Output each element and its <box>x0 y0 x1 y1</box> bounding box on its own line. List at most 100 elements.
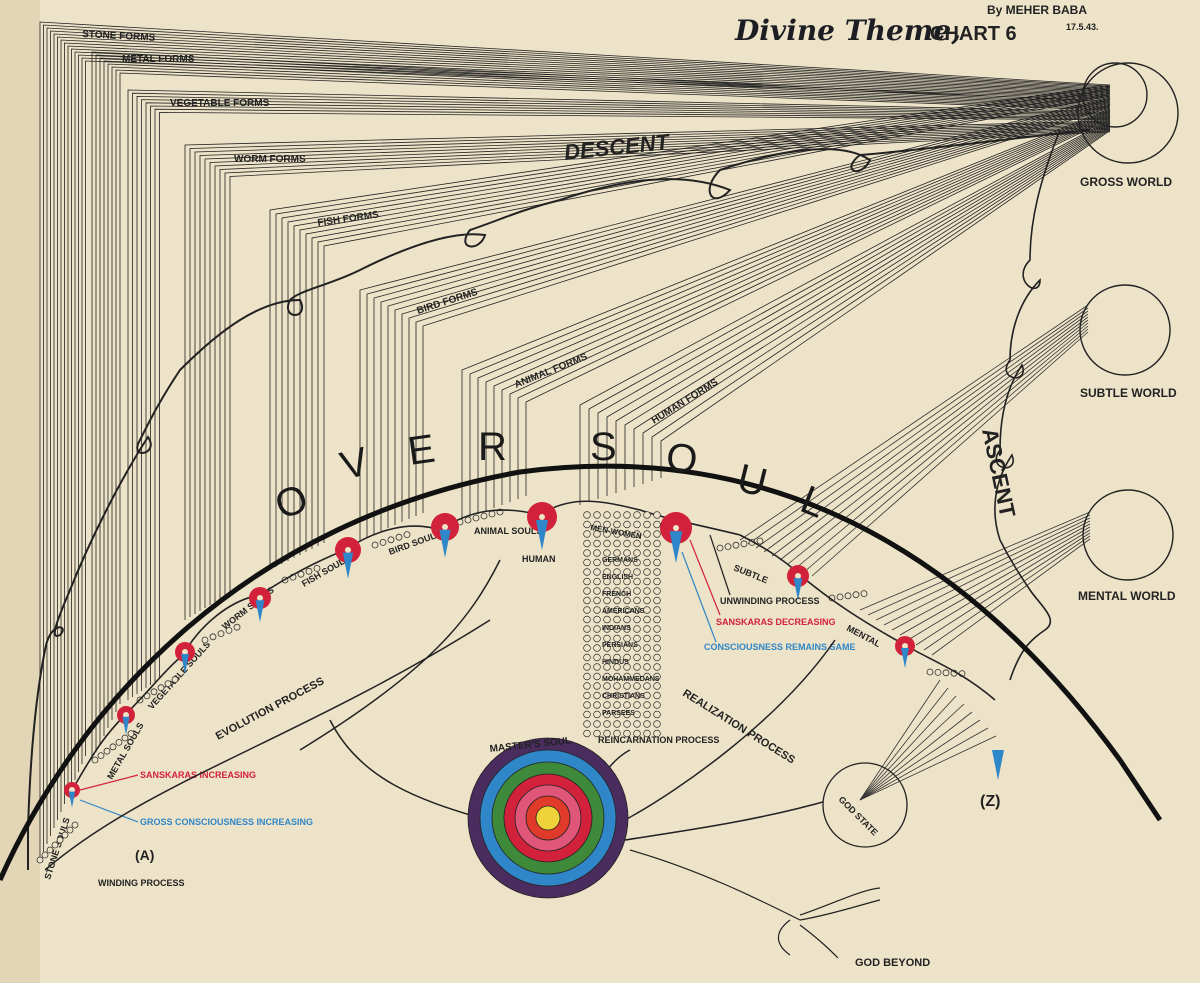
reincarnation-dot <box>643 729 651 738</box>
chart-title: Divine Theme, <box>734 14 961 47</box>
descent-form-lines <box>39 21 1111 860</box>
soul-dot <box>36 856 44 864</box>
reincarnation-dot <box>583 634 591 643</box>
reincarnation-dot <box>643 568 651 576</box>
reincarnation-dot <box>613 511 621 519</box>
reincarnation-dot <box>583 539 591 548</box>
god-state-rays <box>859 679 997 801</box>
link-to-master-left <box>329 719 481 819</box>
form-line <box>485 112 1111 511</box>
reincarnation-dot <box>623 615 631 624</box>
reincarnation-dot <box>623 625 631 633</box>
god-ray <box>859 695 957 801</box>
subtle-ray <box>779 319 1089 561</box>
reincarnation-dot <box>603 691 611 700</box>
reincarnation-dot <box>623 644 631 652</box>
subtle-ray <box>803 328 1089 573</box>
soul-nodes <box>64 502 1004 808</box>
soul-dot <box>387 536 395 544</box>
mental-world-circle <box>1082 489 1174 581</box>
reincarnation-dot <box>593 587 601 595</box>
reincarnation-dot <box>603 587 611 595</box>
ascent-spiral <box>994 129 1061 681</box>
winding-process-label: WINDING PROCESS <box>98 878 185 888</box>
form-line <box>588 120 1111 502</box>
reincarnation-dot <box>593 577 601 586</box>
soul-dot <box>109 743 117 751</box>
form-line <box>373 99 1111 534</box>
soul-dot <box>403 531 411 538</box>
form-line <box>317 94 1111 546</box>
reincarnation-group-label: PERSIANS <box>602 642 638 649</box>
reincarnation-dot <box>593 606 601 614</box>
reincarnation-dot <box>643 682 651 690</box>
form-line <box>111 66 1111 720</box>
reincarnation-dot <box>593 729 601 738</box>
form-line <box>615 124 1111 493</box>
reincarnation-dot <box>613 577 621 586</box>
reincarnation-dot <box>593 682 601 690</box>
form-line <box>469 109 1111 517</box>
node-center <box>673 525 679 531</box>
form-line <box>525 118 1111 496</box>
soul-dot <box>395 533 403 541</box>
god-ray <box>859 711 973 801</box>
mental-ray <box>883 520 1091 626</box>
soul-node <box>895 636 915 668</box>
reincarnation-dot <box>633 558 641 567</box>
reincarnation-group-label: INDIANS <box>602 625 631 632</box>
reincarnation-dot <box>633 701 641 709</box>
sanskaras-decreasing-note: SANSKARAS DECREASING <box>716 617 836 627</box>
soul-dot <box>305 567 313 575</box>
reincarnation-dot <box>643 634 651 643</box>
reincarnation-dot <box>653 644 661 652</box>
form-label-metal: METAL FORMS <box>122 54 195 65</box>
reincarnation-dot <box>583 549 591 557</box>
subtle-ray <box>787 322 1089 565</box>
mental-ray <box>867 514 1091 616</box>
reincarnation-dot <box>613 606 621 614</box>
reincarnation-dot <box>633 596 641 605</box>
soul-dot <box>724 543 732 550</box>
form-line <box>85 60 1111 756</box>
reincarnation-dot <box>593 549 601 557</box>
form-line <box>103 60 1111 736</box>
soul-dot <box>225 627 233 634</box>
reincarnation-dot <box>583 615 591 624</box>
soul-node <box>787 565 809 601</box>
reincarnation-dot <box>613 587 621 595</box>
red-arrow-a <box>79 774 139 791</box>
soul-dot <box>233 623 241 631</box>
reincarnation-dot <box>583 558 591 567</box>
reincarnation-dot <box>613 682 621 690</box>
reincarnation-dot <box>613 634 621 643</box>
reincarnation-dot <box>653 634 661 643</box>
oversoul-letter-r: R <box>478 425 507 469</box>
mental-world-label: MENTAL WORLD <box>1078 589 1176 603</box>
soul-dot <box>157 684 165 692</box>
reincarnation-group-label: FRENCH <box>602 591 631 598</box>
form-line <box>91 51 1111 760</box>
mental-ray <box>907 529 1091 641</box>
reincarnation-dot <box>643 644 651 652</box>
form-line <box>401 103 1111 522</box>
subtle-ray <box>747 307 1089 545</box>
reincarnation-dot <box>613 720 621 728</box>
reincarnation-dot <box>623 653 631 662</box>
reincarnation-dot <box>593 511 601 519</box>
subtle-ray <box>763 313 1089 553</box>
reincarnation-dot <box>593 568 601 576</box>
reincarnation-dot <box>653 511 661 519</box>
soul-dot <box>716 544 724 552</box>
reincarnation-dot <box>593 634 601 643</box>
god-ray <box>859 687 949 801</box>
reincarnation-dot <box>613 568 621 576</box>
form-line <box>323 95 1111 543</box>
soul-node <box>249 587 271 623</box>
reincarnation-dot <box>583 511 591 519</box>
reincarnation-dot <box>613 644 621 652</box>
soul-dot <box>379 539 387 546</box>
form-line <box>60 39 1111 812</box>
form-line <box>154 108 1111 682</box>
soul-node <box>175 642 195 674</box>
